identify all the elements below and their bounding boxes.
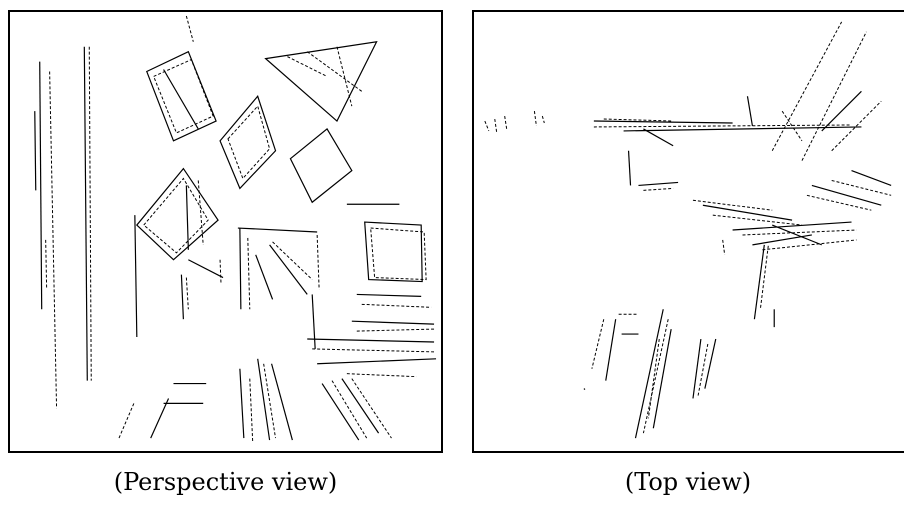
top-view-caption: (Top view) (624, 468, 752, 496)
perspective-view-caption: (Perspective view) (113, 468, 338, 496)
perspective-view-panel (8, 10, 443, 453)
top-view-panel (472, 10, 904, 453)
perspective-line-drawing (34, 15, 437, 444)
top-view-line-drawing (484, 21, 892, 439)
